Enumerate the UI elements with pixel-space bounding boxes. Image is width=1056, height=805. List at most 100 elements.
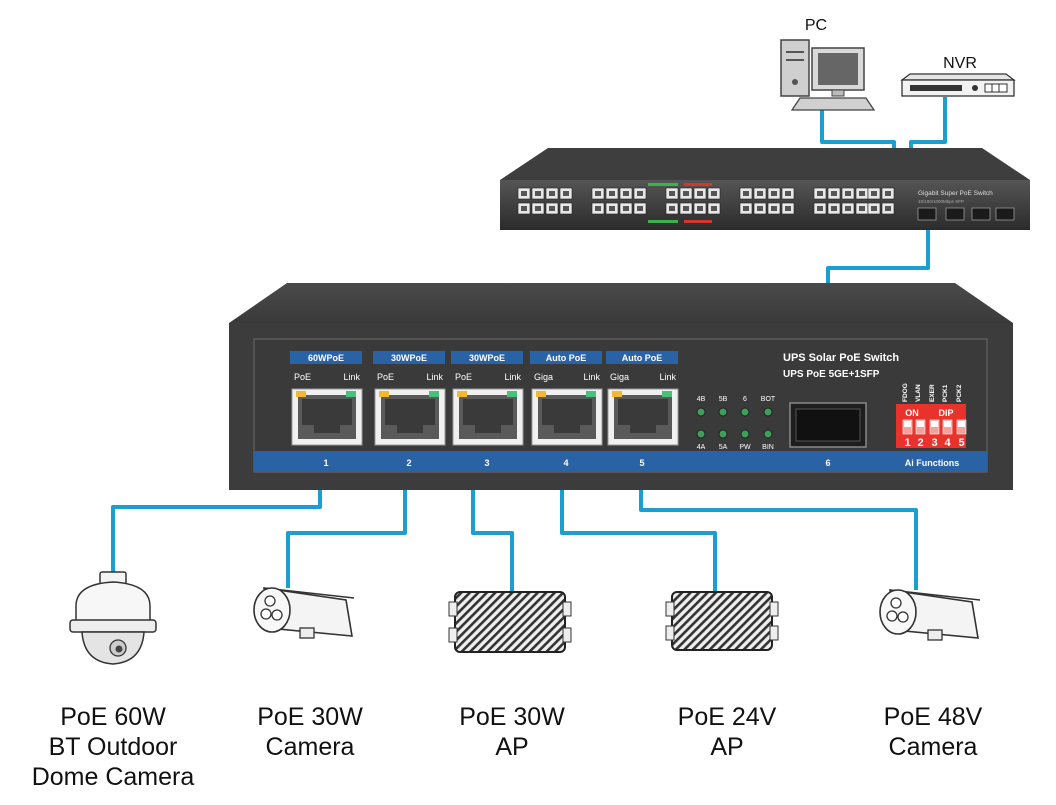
port-header-label: Auto PoE	[622, 353, 663, 363]
port-sub-left: Giga	[534, 372, 553, 382]
label-line: PoE 60W	[60, 703, 166, 731]
main-switch-name: UPS Solar PoE Switch	[783, 352, 899, 364]
nvr-label: NVR	[943, 55, 977, 72]
top-switch-ports	[517, 183, 895, 223]
device-label-dome-camera: PoE 60W BT Outdoor Dome Camera	[13, 702, 213, 792]
port-sub-left: PoE	[294, 372, 311, 382]
label-line: AP	[495, 733, 529, 761]
top-switch-name: Gigabit Super PoE Switch	[918, 190, 993, 197]
status-led	[696, 429, 706, 439]
link-led	[346, 391, 356, 397]
bullet-camera-icon	[879, 589, 981, 641]
dip-number: 3	[931, 437, 937, 449]
pc-label: PC	[805, 17, 827, 34]
port-sub-right: Link	[583, 372, 600, 382]
port-header-box	[606, 351, 678, 364]
led-label: BOT	[761, 396, 776, 403]
port-header-box	[530, 351, 602, 364]
port-header-label: 30WPoE	[469, 353, 505, 363]
dip-function-label: PCK1	[942, 384, 949, 402]
bullet-camera-icon	[253, 587, 355, 639]
dip-function-label: EXER	[929, 384, 936, 402]
label-line: PoE 30W	[459, 703, 565, 731]
nvr-icon	[900, 73, 1016, 97]
port-sub-right: Link	[343, 372, 360, 382]
label-line: Dome Camera	[31, 763, 195, 791]
port-header-box	[373, 351, 445, 364]
main-switch: 60WPoE PoE Link 1 30WPoE PoE Link 2 30WPoE PoE Lin…	[229, 283, 1013, 490]
led-label: BIN	[762, 444, 774, 451]
status-led	[740, 407, 750, 417]
top-switch: Gigabit Super PoE Switch 10/100/1000Mbps…	[500, 148, 1030, 230]
label-line: AP	[710, 733, 744, 761]
dip-title: DIP	[938, 408, 953, 418]
status-led	[718, 407, 728, 417]
port-header-label: 30WPoE	[391, 353, 427, 363]
pc-icon	[780, 39, 876, 111]
top-switch-sfp-port	[971, 207, 991, 221]
label-line: PoE 30W	[257, 703, 363, 731]
port-indicator-red	[684, 220, 712, 223]
cable-port2	[286, 452, 407, 588]
port-header-label: Auto PoE	[546, 353, 587, 363]
label-line: PoE 48V	[883, 703, 983, 731]
status-led	[763, 407, 773, 417]
port-number: 4	[563, 458, 568, 468]
port-indicator-red	[684, 183, 712, 186]
port-sub-left: PoE	[455, 372, 472, 382]
dip-number: 2	[917, 437, 923, 449]
main-switch-model: UPS PoE 5GE+1SFP	[783, 369, 880, 380]
port-number: 2	[406, 458, 411, 468]
port-sub-right: Link	[504, 372, 521, 382]
label-line: Camera	[888, 733, 978, 761]
port-indicator-green	[648, 220, 678, 223]
main-switch-ports: 60WPoE PoE Link 1 30WPoE PoE Link 2 30WPoE PoE Lin…	[290, 351, 959, 468]
top-switch-sfp-port	[945, 207, 965, 221]
access-point-icon	[448, 591, 572, 653]
poe-led	[536, 391, 546, 397]
port-header-box	[290, 351, 362, 364]
label-line: BT Outdoor	[48, 733, 178, 761]
led-label: PW	[739, 444, 751, 451]
ai-functions-label: Ai Functions	[905, 458, 960, 468]
cable-port3	[471, 452, 514, 592]
dip-on-label: ON	[905, 408, 919, 418]
status-led	[696, 407, 706, 417]
top-switch-sfp-port	[995, 207, 1015, 221]
port-header-label: 60WPoE	[308, 353, 344, 363]
port-indicator-green	[648, 183, 678, 186]
poe-led	[296, 391, 306, 397]
port-sub-right: Link	[426, 372, 443, 382]
dip-function-label: PCK2	[956, 384, 963, 402]
dip-number: 1	[904, 437, 910, 449]
led-label: 4A	[697, 444, 706, 451]
port-number: 3	[484, 458, 489, 468]
led-label: 5A	[719, 444, 728, 451]
port-sub-left: Giga	[610, 372, 629, 382]
dip-number: 4	[944, 437, 951, 449]
poe-led	[379, 391, 389, 397]
dip-number: 5	[958, 437, 964, 449]
status-led	[763, 429, 773, 439]
link-led	[586, 391, 596, 397]
led-label: 6	[743, 396, 747, 403]
access-point-icon	[665, 591, 779, 651]
label-line: Camera	[265, 733, 355, 761]
poe-led	[612, 391, 622, 397]
led-label: 4B	[697, 396, 706, 403]
port-sub-left: PoE	[377, 372, 394, 382]
main-switch-bottom-strip	[254, 451, 987, 472]
link-led	[429, 391, 439, 397]
port-header-box	[451, 351, 523, 364]
device-label-camera-30w: PoE 30W Camera	[220, 702, 400, 762]
port-number: 1	[323, 458, 328, 468]
poe-led	[457, 391, 467, 397]
top-switch-subtext: 10/100/1000Mbps SFP	[918, 199, 964, 204]
status-led	[740, 429, 750, 439]
port-number: 5	[639, 458, 644, 468]
dip-function-label: FDOG	[902, 383, 909, 402]
port-sub-right: Link	[659, 372, 676, 382]
